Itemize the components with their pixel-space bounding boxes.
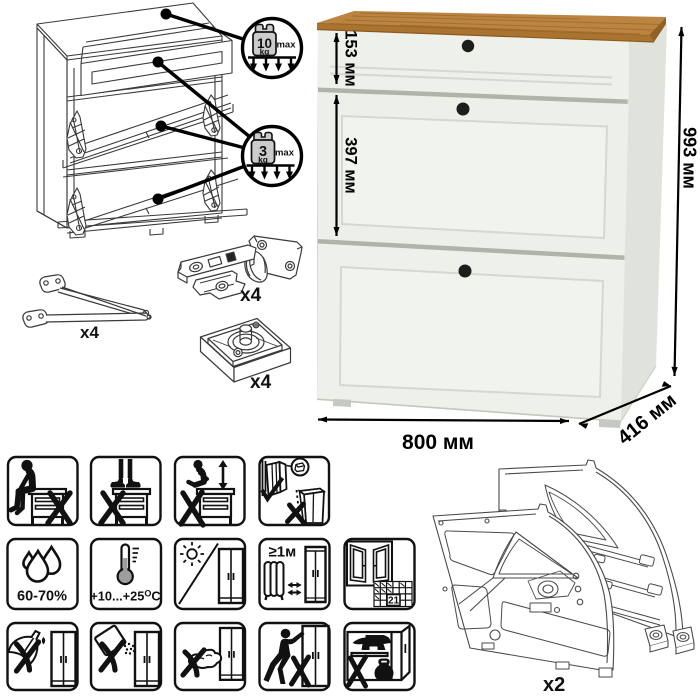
svg-text:21: 21 — [388, 596, 400, 607]
svg-text:x2: x2 — [543, 674, 565, 696]
svg-text:x4: x4 — [240, 285, 262, 306]
svg-text:x4: x4 — [250, 372, 272, 393]
svg-text:397 мм: 397 мм — [342, 137, 360, 194]
svg-text:993 мм: 993 мм — [680, 127, 700, 189]
svg-text:kg: kg — [260, 47, 270, 57]
svg-text:kg: kg — [258, 154, 268, 164]
svg-text:max: max — [276, 40, 296, 51]
svg-text:x4: x4 — [80, 323, 99, 342]
svg-text:+10...+25OC: +10...+25OC — [90, 589, 160, 604]
svg-text:10: 10 — [257, 36, 272, 51]
svg-text:800 мм: 800 мм — [402, 431, 474, 454]
svg-text:≥1м: ≥1м — [269, 544, 297, 561]
svg-text:60-70%: 60-70% — [17, 589, 67, 605]
svg-text:153 мм: 153 мм — [342, 30, 360, 87]
svg-text:3: 3 — [259, 144, 267, 160]
svg-text:max: max — [275, 148, 295, 159]
